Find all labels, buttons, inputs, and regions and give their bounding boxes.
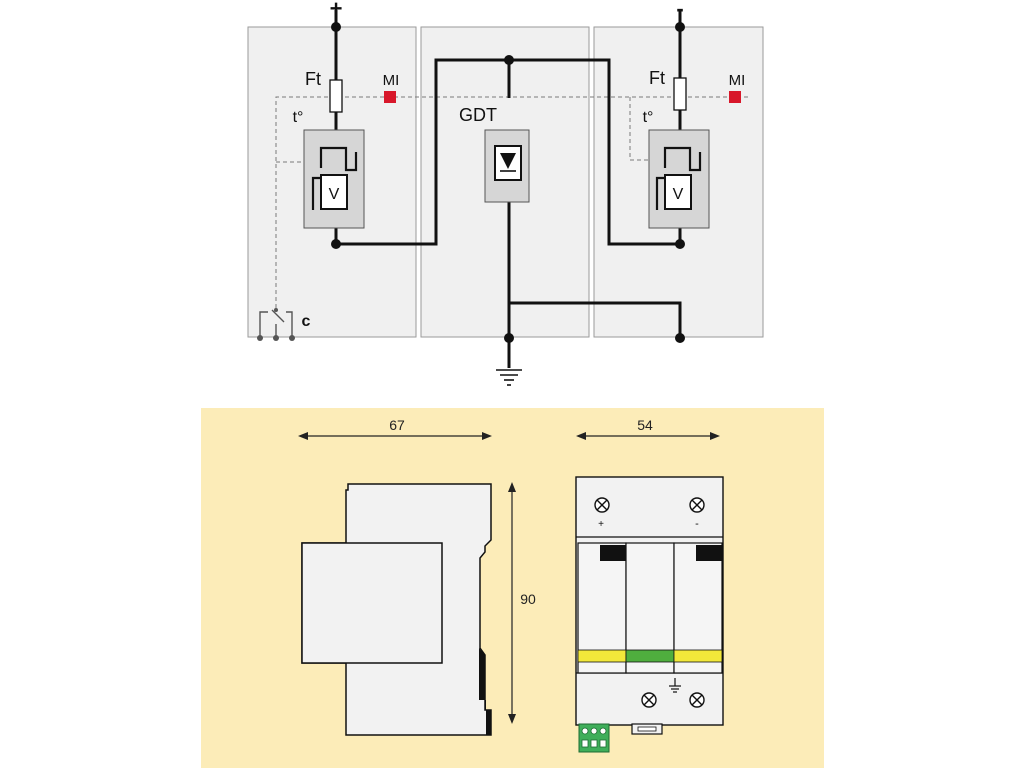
module-left-window bbox=[600, 545, 626, 561]
side-width-label: 67 bbox=[389, 417, 405, 433]
module-right-stripe bbox=[673, 649, 723, 663]
wiring-schematic: + - Ft MI t° V GDT Ft MI bbox=[247, 0, 764, 386]
junction-dots bbox=[331, 22, 685, 343]
front-width-dimension bbox=[576, 432, 720, 440]
front-ground-icon bbox=[669, 678, 681, 693]
side-width-dimension bbox=[298, 432, 492, 440]
front-view: + - bbox=[575, 476, 724, 753]
front-plus-mark: + bbox=[598, 519, 604, 530]
screw-icon bbox=[689, 692, 705, 708]
varistor-element bbox=[320, 174, 348, 210]
varistor-element bbox=[664, 174, 692, 210]
height-dimension bbox=[508, 482, 516, 724]
thermal-label: t° bbox=[293, 109, 304, 126]
thermal-disconnector bbox=[319, 146, 358, 172]
module-left-stripe bbox=[577, 649, 627, 663]
dimension-drawing: 67 54 90 bbox=[201, 408, 824, 768]
varistor-curve bbox=[655, 176, 665, 210]
mode-indicator-red bbox=[729, 91, 741, 103]
fuse bbox=[673, 77, 687, 111]
thermal-label: t° bbox=[643, 109, 654, 126]
indicator-label: MI bbox=[383, 72, 400, 89]
screw-icon bbox=[689, 497, 705, 513]
right-protection-module: Ft MI t° V bbox=[643, 68, 746, 229]
left-protection-module: Ft MI t° V bbox=[293, 69, 400, 229]
fuse-label: Ft bbox=[649, 68, 665, 88]
varistor-label: V bbox=[673, 186, 684, 203]
remote-signal-contact: c bbox=[257, 308, 311, 341]
front-minus-mark: - bbox=[695, 518, 699, 530]
remote-terminal-block bbox=[578, 723, 610, 753]
module-right-window bbox=[696, 545, 722, 561]
varistor-label: V bbox=[329, 186, 340, 203]
center-gdt-module: GDT bbox=[459, 105, 530, 203]
thermal-disconnector bbox=[663, 146, 702, 172]
plus-terminal-label: + bbox=[330, 0, 343, 21]
screw-icon bbox=[641, 692, 657, 708]
fuse-label: Ft bbox=[305, 69, 321, 89]
minus-terminal-label: - bbox=[676, 0, 683, 21]
gdt-arrow-icon bbox=[500, 153, 516, 169]
module-center-stripe bbox=[625, 649, 675, 663]
gdt-label: GDT bbox=[459, 105, 497, 125]
mode-indicator-red bbox=[384, 91, 396, 103]
front-width-label: 54 bbox=[637, 417, 653, 433]
fuse bbox=[329, 79, 343, 113]
varistor-curve bbox=[311, 176, 321, 210]
indicator-label: MI bbox=[729, 72, 746, 89]
contact-label: c bbox=[302, 313, 311, 330]
ground-icon bbox=[496, 369, 522, 386]
height-label: 90 bbox=[520, 591, 536, 607]
side-view-outline bbox=[301, 483, 492, 736]
screw-icon bbox=[594, 497, 610, 513]
